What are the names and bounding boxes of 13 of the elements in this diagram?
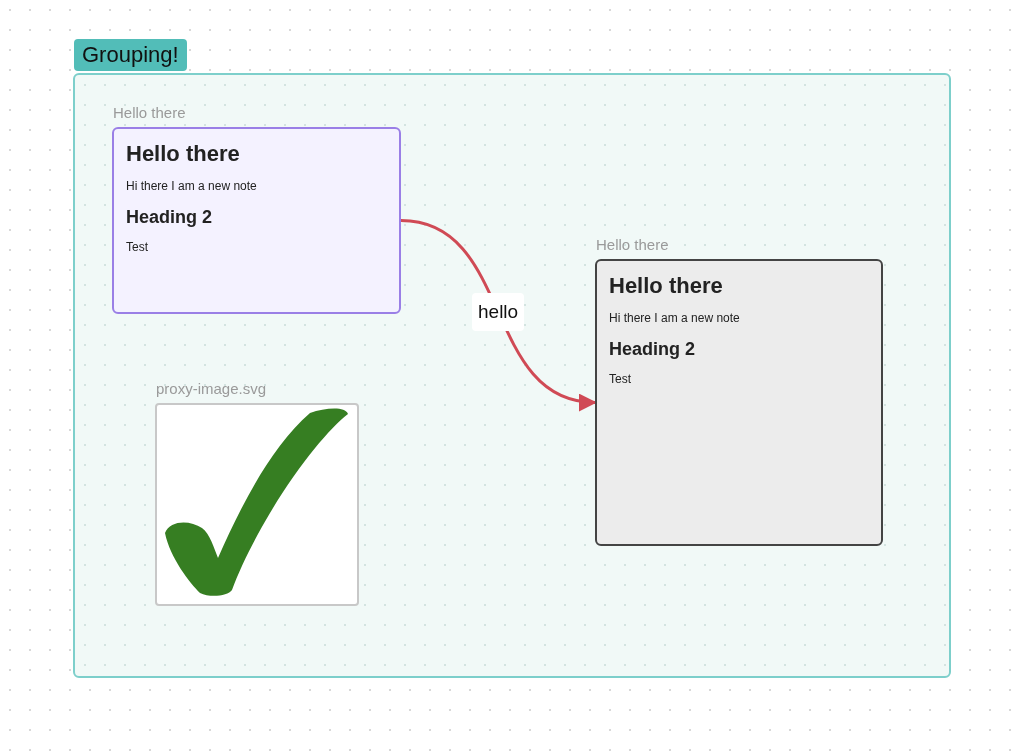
note-heading: Heading 2 <box>126 207 214 228</box>
note-text: Hi there I am a new note <box>609 311 741 325</box>
note-title: Hello there <box>609 273 724 299</box>
file-name: Hello there <box>113 104 186 121</box>
file-name: Hello there <box>596 236 669 253</box>
edge-label: hello <box>472 292 525 331</box>
note-title: Hello there <box>126 141 241 167</box>
note-heading: Heading 2 <box>609 339 697 360</box>
note-text: Test <box>609 372 632 386</box>
note-text: Test <box>126 240 149 254</box>
file-name: proxy-image.svg <box>156 380 267 397</box>
group-label: Grouping! <box>74 39 187 71</box>
note-text: Hi there I am a new note <box>126 179 258 193</box>
